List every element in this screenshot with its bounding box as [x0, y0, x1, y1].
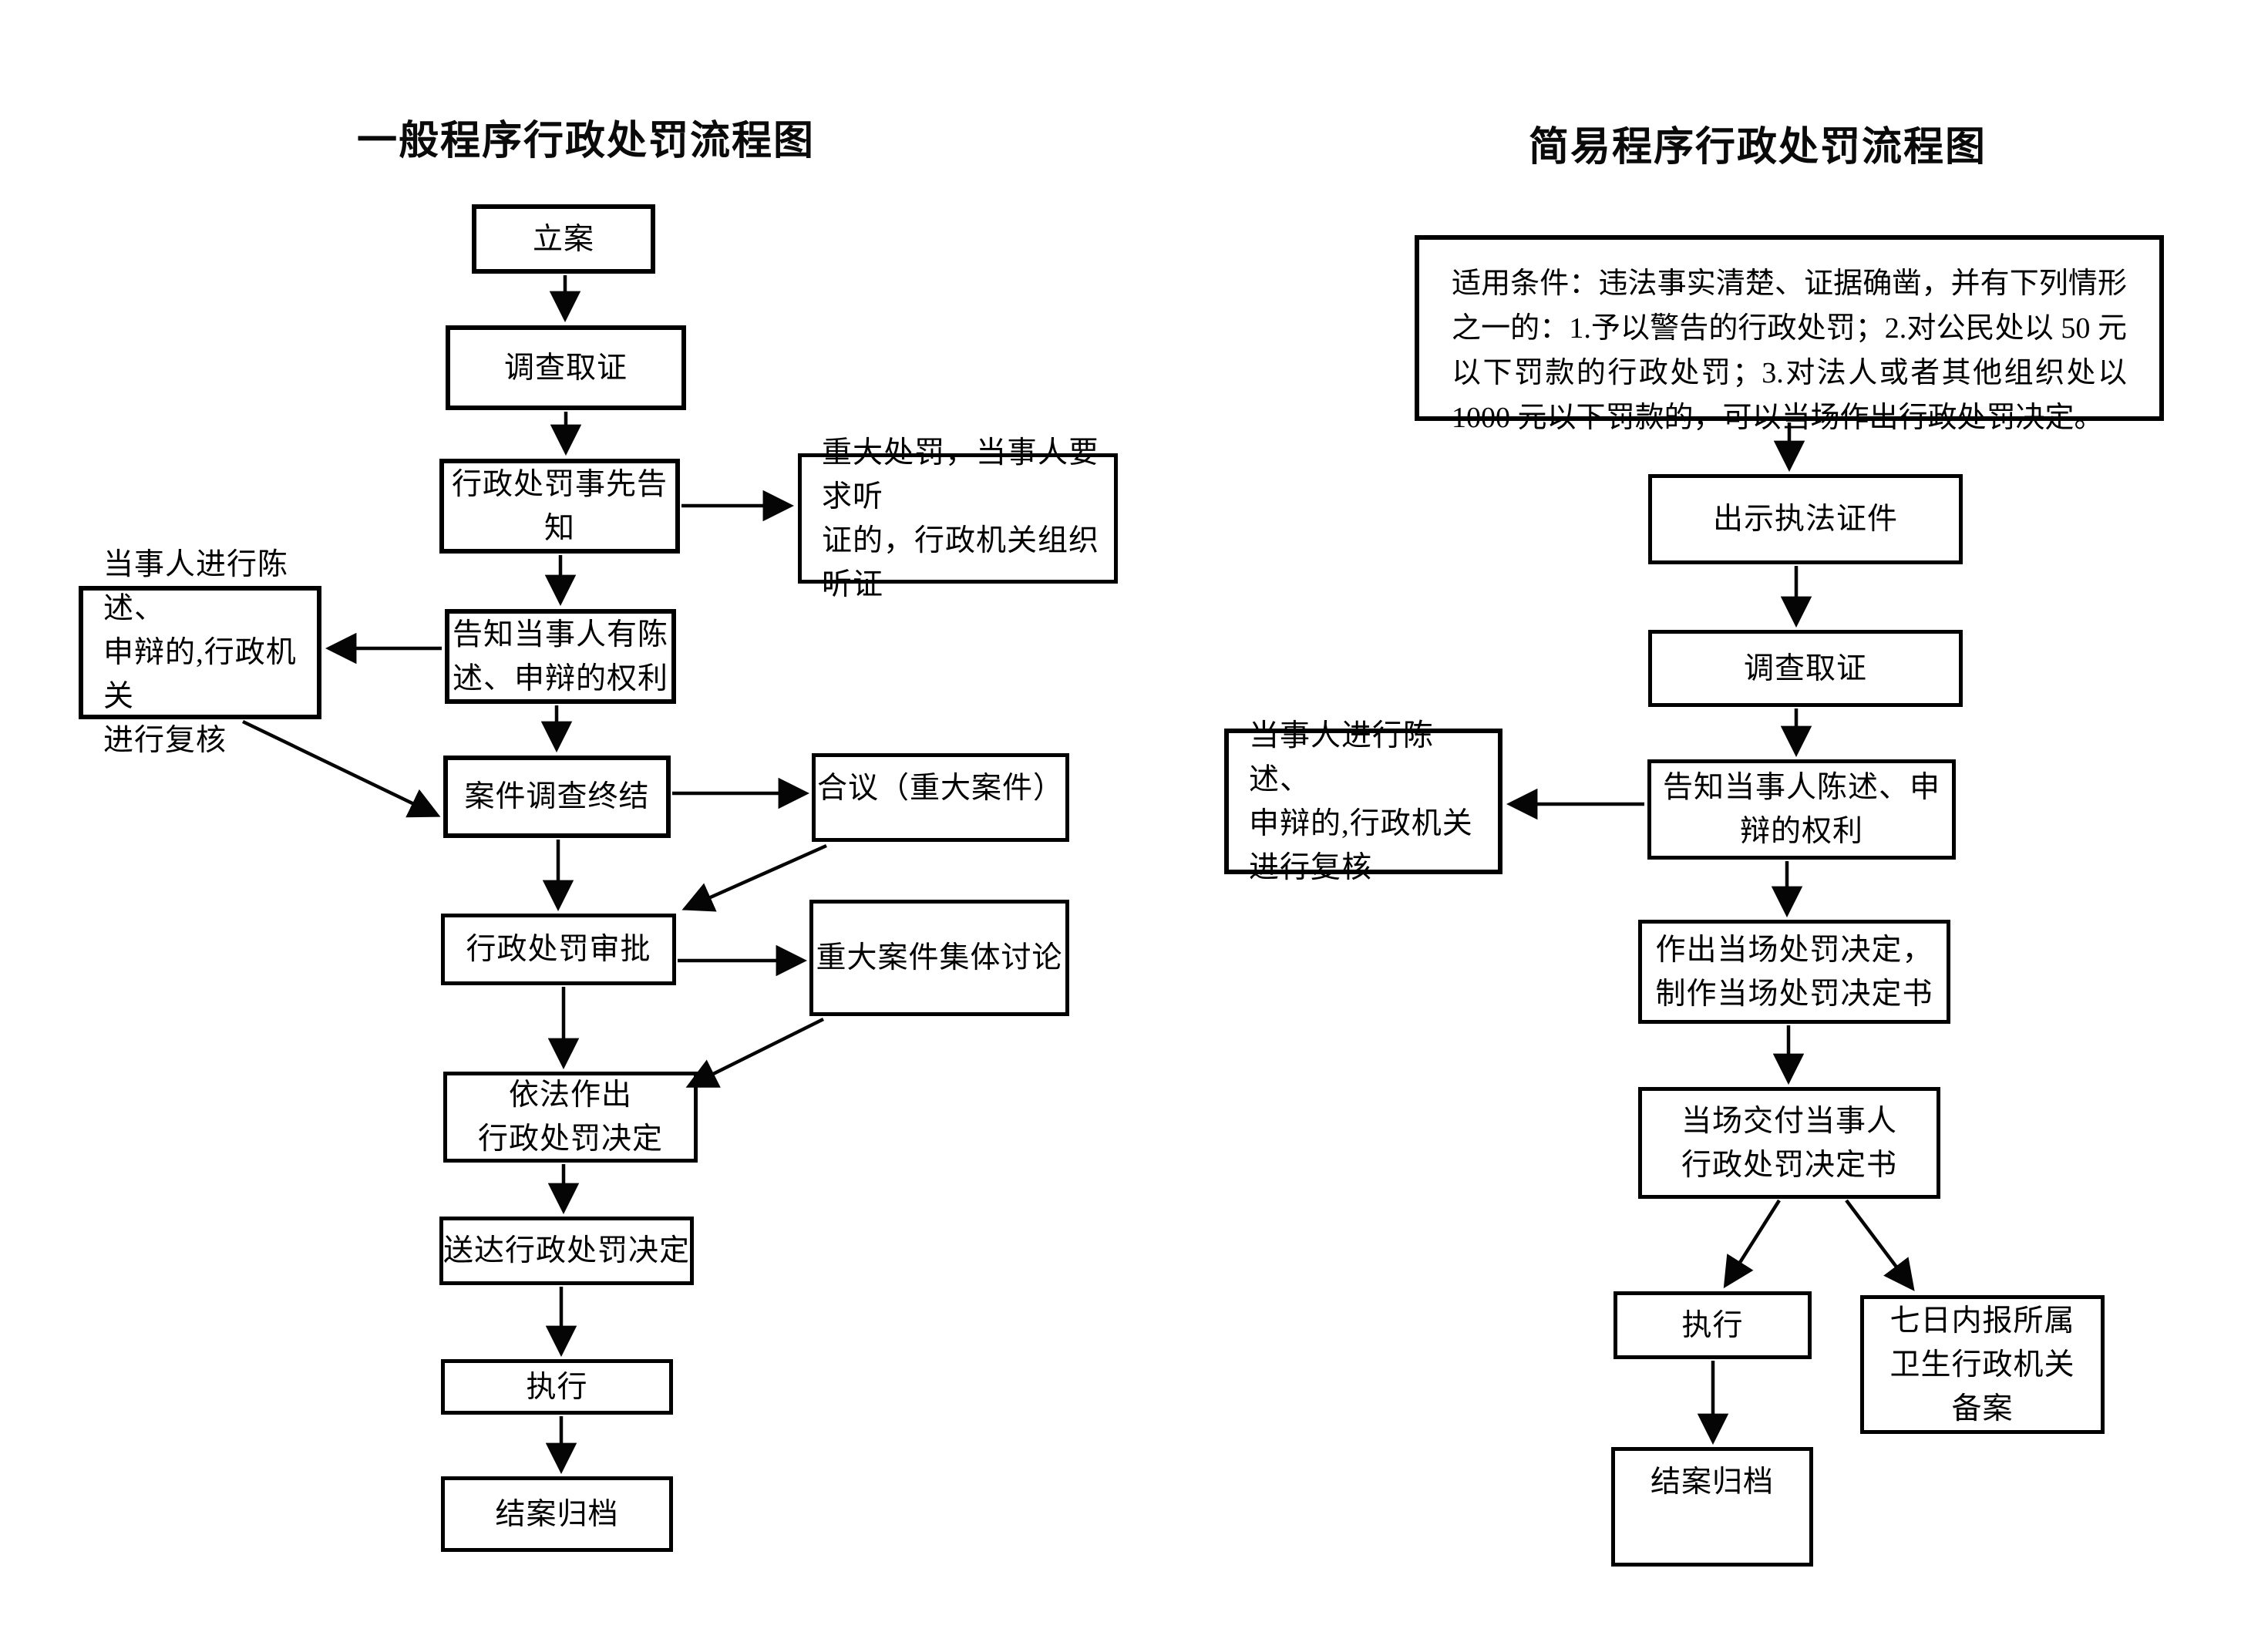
flow-node-gaozhi-quanli-right: 告知当事人陈述、申 辩的权利 — [1647, 759, 1956, 860]
flow-node-songda-jueding: 送达行政处罚决定 — [439, 1217, 694, 1285]
flow-node-diaocha-quzheng-left: 调查取证 — [446, 325, 686, 410]
flow-node-diaocha-zhongjie: 案件调查终结 — [443, 756, 671, 838]
arrow-jiaofu-to-beian — [1845, 1199, 1915, 1291]
flow-node-chenshu-shenbian-fuhe-right: 当事人进行陈述、 申辩的,行政机关 进行复核 — [1224, 719, 1502, 884]
flow-node-diaocha-quzheng-right: 调查取证 — [1648, 630, 1963, 707]
flow-node-jiean-guidang-left: 结案归档 — [441, 1476, 673, 1552]
right-chart-title: 简易程序行政处罚流程图 — [1528, 125, 1987, 170]
flow-node-jiaofu-juedingshu: 当场交付当事人 行政处罚决定书 — [1638, 1087, 1940, 1199]
flow-node-jiean-guidang-right: 结案归档 — [1611, 1447, 1813, 1567]
flow-node-qiri-beian: 七日内报所属 卫生行政机关 备案 — [1860, 1295, 2105, 1434]
flow-node-chufa-shenpi: 行政处罚审批 — [441, 914, 676, 985]
flow-node-jiti-taolun: 重大案件集体讨论 — [809, 900, 1069, 1016]
flow-node-li-an: 立案 — [472, 204, 655, 274]
flow-node-chenshu-shenbian-fuhe-left: 当事人进行陈述、 申辩的,行政机关 进行复核 — [79, 548, 321, 757]
flow-node-yifa-zuochu: 依法作出 行政处罚决定 — [443, 1072, 698, 1163]
flow-node-zuochu-dangchang-jueding: 作出当场处罚决定， 制作当场处罚决定书 — [1638, 920, 1950, 1024]
flow-node-shixian-gaozhi: 行政处罚事先告知 — [439, 459, 680, 554]
flow-node-zhongda-chufa-tingzheng: 重大处罚，当事人要求听 证的，行政机关组织听证 — [798, 436, 1118, 601]
flow-node-zhixing-right: 执行 — [1614, 1291, 1812, 1359]
arrow-heyi-to-shenpi — [681, 843, 827, 912]
flow-node-zhixing-left: 执行 — [441, 1359, 673, 1415]
arrow-jiti-to-yifa — [685, 1017, 825, 1088]
arrow-jiaofu-to-zhixing — [1723, 1199, 1781, 1289]
left-chart-title: 一般程序行政处罚流程图 — [356, 119, 815, 163]
flow-node-heyi: 合议（重大案件） — [812, 753, 1069, 842]
flow-node-shiyong-tiaojian: 适用条件：违法事实清楚、证据确凿，并有下列情形之一的：1.予以警告的行政处罚；2… — [1415, 235, 2164, 434]
flow-node-chushi-zhengjian: 出示执法证件 — [1648, 474, 1963, 564]
flow-node-gaozhi-quanli-left: 告知当事人有陈 述、申辩的权利 — [445, 609, 676, 704]
